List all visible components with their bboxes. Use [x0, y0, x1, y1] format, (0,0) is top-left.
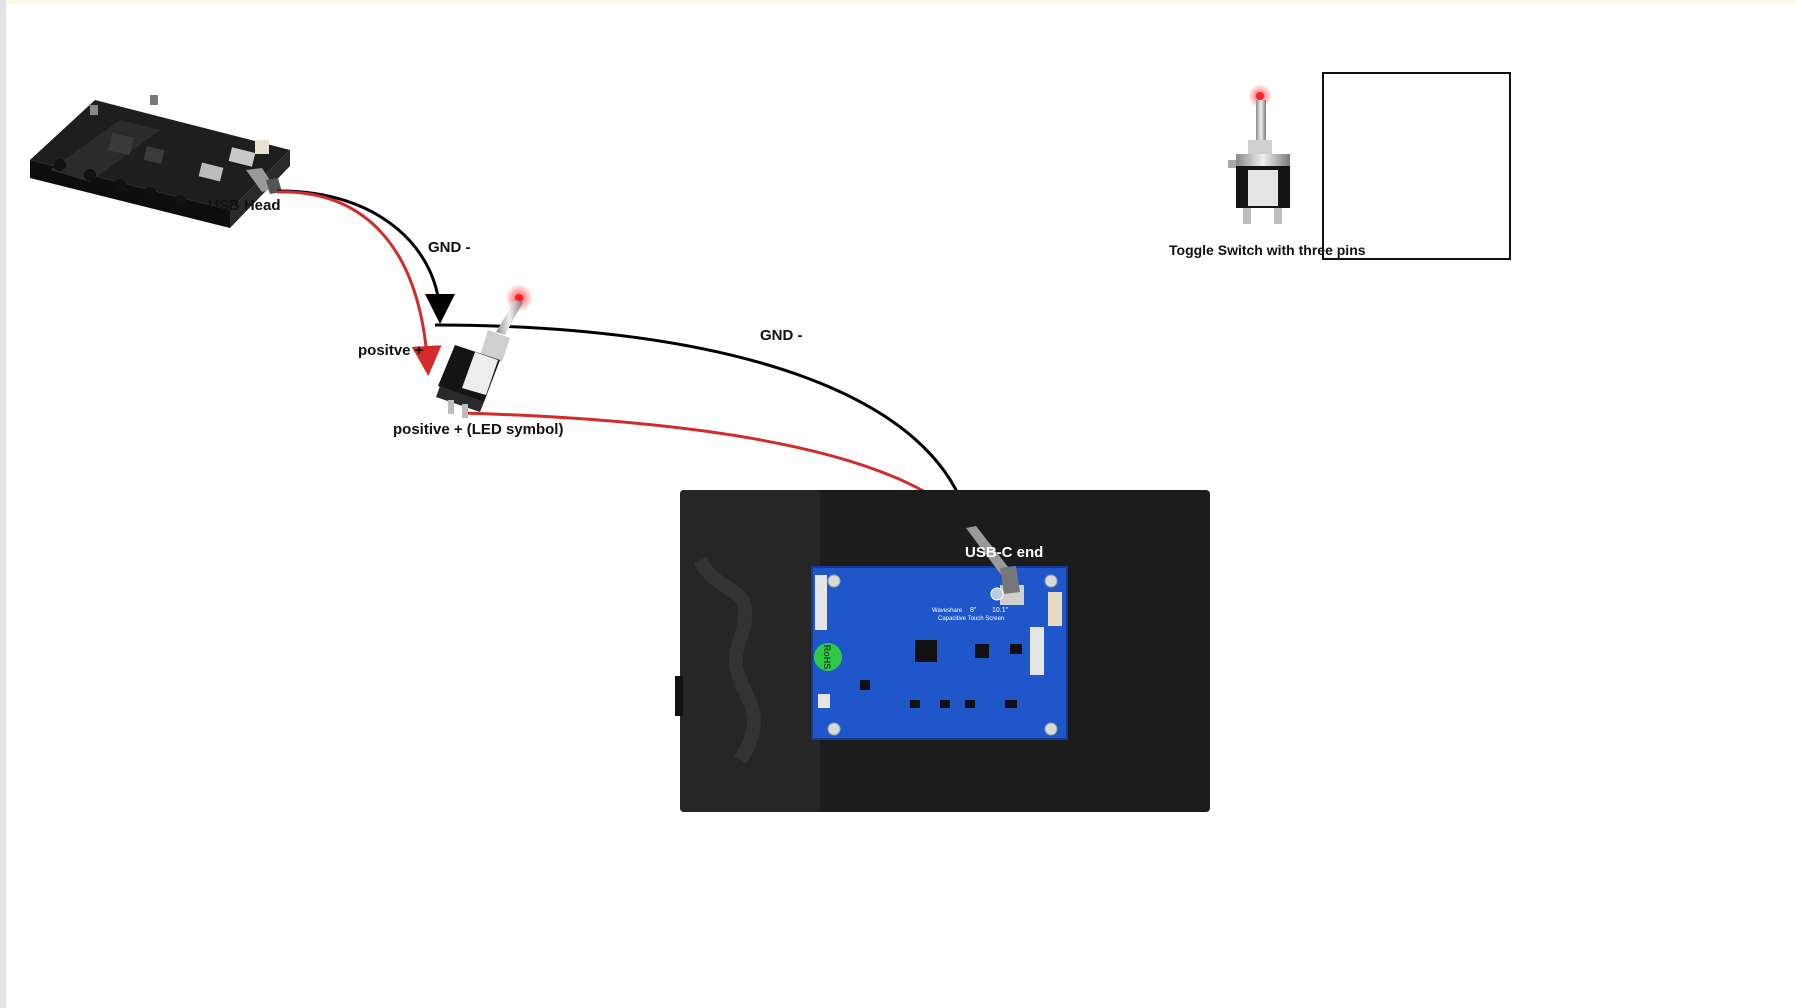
- positive-label: positve +: [358, 342, 424, 359]
- legend-image-frame: [1322, 72, 1511, 260]
- toggle-switch-icon: [436, 284, 533, 418]
- board-size-b-text: 10.1": [992, 607, 1009, 614]
- board-size-a-text: 8": [970, 607, 977, 614]
- rohs-badge-text: RoHS: [822, 645, 832, 670]
- left-edge: [0, 0, 6, 1008]
- gnd-label-upper: GND -: [428, 239, 471, 256]
- legend-toggle-switch-icon: [1228, 84, 1290, 224]
- usb-head-label: USB Head: [208, 197, 281, 214]
- board-caption-text: Capacitive Touch Screen: [938, 616, 1004, 622]
- rohs-badge: [814, 643, 842, 671]
- positive-wire-upper: [276, 190, 442, 376]
- top-edge: [0, 0, 1796, 4]
- touch-display-icon: RoHS Waveshare 8" 10.1" Capacitive Touch…: [675, 490, 1210, 812]
- usb-c-end-label: USB-C end: [965, 544, 1044, 561]
- pcb-board-icon: [30, 95, 290, 228]
- positive-led-label: positive + (LED symbol): [393, 421, 564, 438]
- board-brand-text: Waveshare: [932, 608, 963, 614]
- gnd-label-lower: GND -: [760, 327, 803, 344]
- legend-caption: Toggle Switch with three pins: [1169, 242, 1366, 258]
- ground-wire-lower: [434, 323, 980, 534]
